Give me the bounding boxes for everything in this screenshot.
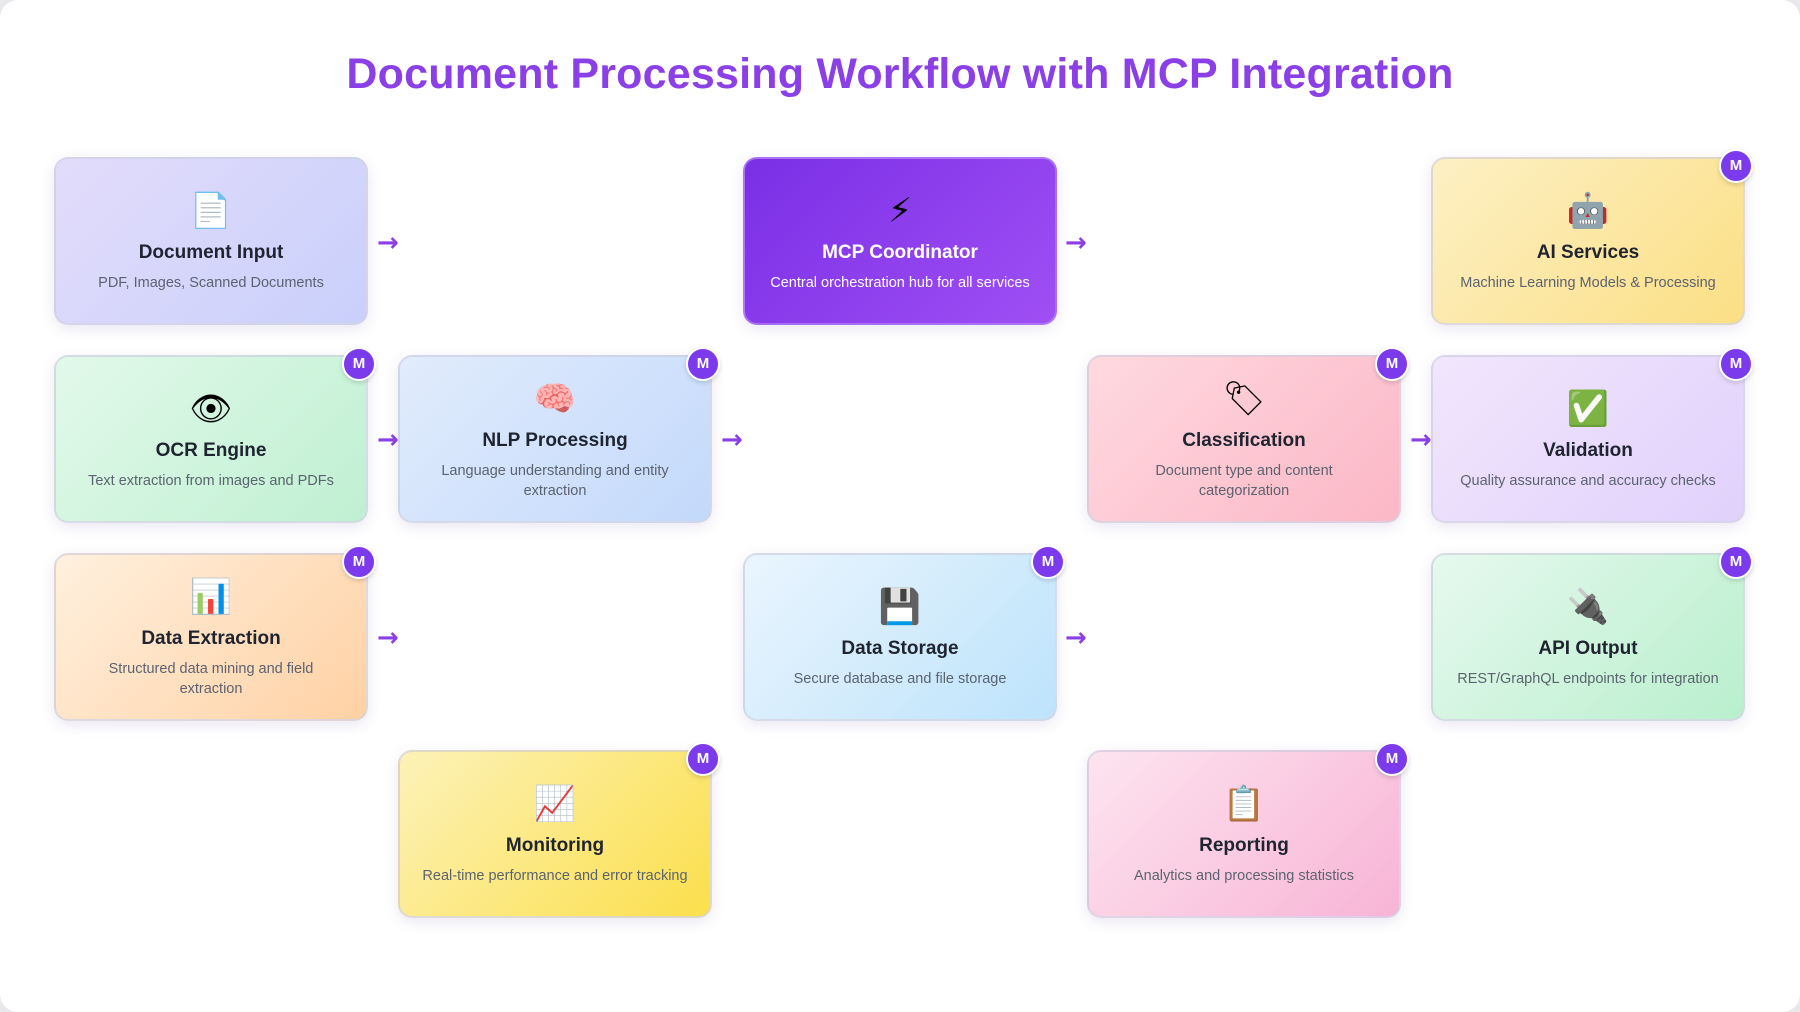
brain-icon: 🧠 [533, 378, 577, 419]
mcp-badge: M [342, 347, 376, 381]
node-title: Data Storage [841, 637, 959, 659]
node-description: Document type and content categorization [1155, 462, 1333, 499]
node-title: NLP Processing [482, 429, 628, 451]
flow-arrow: → [377, 425, 399, 455]
mcp-badge: M [1719, 545, 1753, 579]
node-description: Structured data mining and field extract… [108, 660, 314, 697]
node-mcp-coordinator[interactable]: ⚡ MCP Coordinator Central orchestration … [743, 157, 1057, 325]
node-data-extraction[interactable]: M 📊 Data Extraction Structured data mini… [54, 545, 376, 721]
node-description: PDF, Images, Scanned Documents [98, 274, 324, 291]
flow-arrow: → [1410, 425, 1432, 455]
node-title: Data Extraction [141, 627, 281, 649]
node-description: Quality assurance and accuracy checks [1460, 472, 1716, 489]
mcp-badge: M [1719, 149, 1753, 183]
floppy-disk-icon: 💾 [878, 586, 922, 627]
mcp-badge: M [1375, 347, 1409, 381]
node-description: Analytics and processing statistics [1133, 867, 1354, 884]
robot-icon: 🤖 [1566, 190, 1610, 231]
node-description: Language understanding and entity extrac… [441, 462, 669, 499]
node-title: AI Services [1536, 241, 1640, 263]
node-title: OCR Engine [155, 439, 267, 461]
node-title: Document Input [138, 241, 284, 263]
node-reporting[interactable]: M 📋 Reporting Analytics and processing s… [1087, 742, 1409, 918]
flow-arrow: → [1065, 228, 1087, 258]
mcp-badge: M [342, 545, 376, 579]
bar-chart-icon: 📊 [189, 576, 233, 617]
lightning-icon: ⚡ [888, 190, 912, 231]
flow-arrow: → [377, 623, 399, 653]
tag-icon: 🏷 [1222, 378, 1266, 419]
node-ai-services[interactable]: M 🤖 AI Services Machine Learning Models … [1431, 149, 1753, 325]
mcp-badge: M [686, 742, 720, 776]
mcp-badge: M [1719, 347, 1753, 381]
node-document-input[interactable]: 📄 Document Input PDF, Images, Scanned Do… [54, 157, 368, 325]
node-ocr-engine[interactable]: M 👁 OCR Engine Text extraction from imag… [54, 347, 376, 523]
node-description: Real-time performance and error tracking [422, 867, 688, 884]
node-title: Classification [1182, 429, 1306, 451]
node-monitoring[interactable]: M 📈 Monitoring Real-time performance and… [398, 742, 720, 918]
node-classification[interactable]: M 🏷 Classification Document type and con… [1087, 347, 1409, 523]
node-description: Secure database and file storage [793, 670, 1007, 687]
flow-arrow: → [377, 228, 399, 258]
node-title: Validation [1543, 439, 1633, 461]
mcp-badge: M [1031, 545, 1065, 579]
node-title: Monitoring [505, 834, 605, 856]
flow-arrow: → [721, 425, 743, 455]
node-description: Text extraction from images and PDFs [88, 472, 334, 489]
node-nlp-processing[interactable]: M 🧠 NLP Processing Language understandin… [398, 347, 720, 523]
node-title: MCP Coordinator [822, 241, 978, 263]
node-title: API Output [1538, 637, 1638, 659]
node-validation[interactable]: M ✅ Validation Quality assurance and acc… [1431, 347, 1753, 523]
node-title: Reporting [1199, 834, 1289, 856]
node-api-output[interactable]: M 🔌 API Output REST/GraphQL endpoints fo… [1431, 545, 1753, 721]
mcp-badge: M [686, 347, 720, 381]
node-description: REST/GraphQL endpoints for integration [1457, 670, 1719, 687]
node-description: Machine Learning Models & Processing [1460, 274, 1716, 291]
node-description: Central orchestration hub for all servic… [770, 274, 1030, 291]
plug-icon: 🔌 [1566, 586, 1610, 627]
clipboard-icon: 📋 [1222, 783, 1266, 824]
mcp-badge: M [1375, 742, 1409, 776]
trend-chart-icon: 📈 [533, 783, 577, 824]
diagram-title: Document Processing Workflow with MCP In… [346, 50, 1454, 98]
node-data-storage[interactable]: M 💾 Data Storage Secure database and fil… [743, 545, 1065, 721]
check-icon: ✅ [1566, 388, 1610, 429]
eye-icon: 👁 [189, 388, 233, 429]
document-icon: 📄 [189, 190, 233, 231]
flow-arrow: → [1065, 623, 1087, 653]
